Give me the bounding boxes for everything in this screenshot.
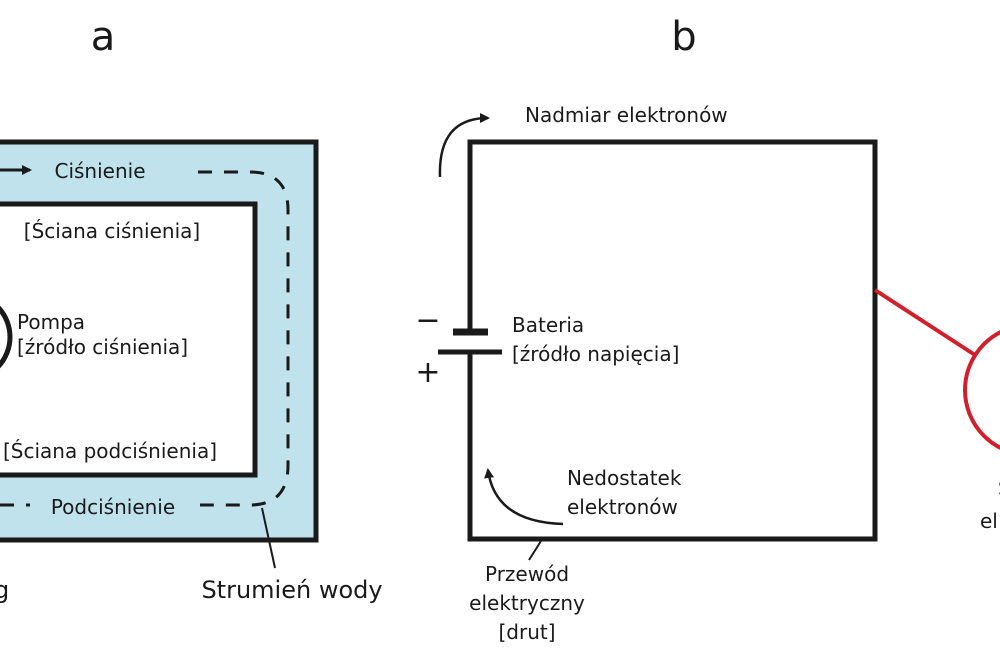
water-flow-path [198, 170, 290, 507]
plus-sign: + [415, 355, 440, 390]
water-channel [0, 142, 316, 540]
panel-a-cut-label: g [0, 576, 9, 604]
wire-label-1: Przewód [485, 562, 569, 586]
pump-circle [0, 305, 13, 369]
water-flow-label: Strumień wody [201, 576, 382, 604]
panel-b-cut-label-2: el [980, 509, 998, 533]
inner-wall [0, 201, 258, 478]
water-flow-leader [261, 507, 276, 569]
excess-electrons-arrow [438, 113, 490, 178]
pressure-label: Ciśnienie [54, 159, 145, 183]
pressure-wall-label: [Ściana ciśnienia] [24, 219, 200, 243]
panel-b-cut-label-1: S [998, 476, 1000, 500]
deficit-electrons-label-2: elektronów [567, 495, 678, 519]
panel-b-letter: b [671, 14, 696, 60]
panel-a-letter: a [91, 14, 116, 60]
deficit-electrons-label-1: Nedostatek [567, 466, 682, 490]
wire-leader [528, 540, 542, 561]
excess-electrons-label: Nadmiar elektronów [525, 103, 728, 127]
circuit-wire [467, 139, 878, 542]
panel-a: a Ciśnienie [Ściana ciśnienia] Pompa [źr… [0, 14, 383, 604]
vacuum-label: Podciśnienie [51, 495, 175, 519]
wire-label-3: [drut] [498, 620, 555, 644]
zoom-connector-line [873, 288, 977, 357]
wire-label-2: elektryczny [469, 591, 585, 615]
pump-label: Pompa [17, 310, 85, 334]
panel-b: b − + Bateria [źródło napięcia] Nadmiar … [415, 14, 1000, 644]
outer-wall [0, 139, 319, 543]
battery-label: Bateria [512, 313, 584, 337]
minus-sign: − [415, 303, 440, 338]
vacuum-wall-label: [Ściana podciśnienia] [3, 439, 217, 463]
deficit-electrons-arrow [484, 468, 564, 526]
pump-source-label: [źródło ciśnienia] [17, 335, 188, 359]
battery-source-label: [źródło napięcia] [512, 342, 679, 366]
zoom-circle [963, 330, 1000, 450]
